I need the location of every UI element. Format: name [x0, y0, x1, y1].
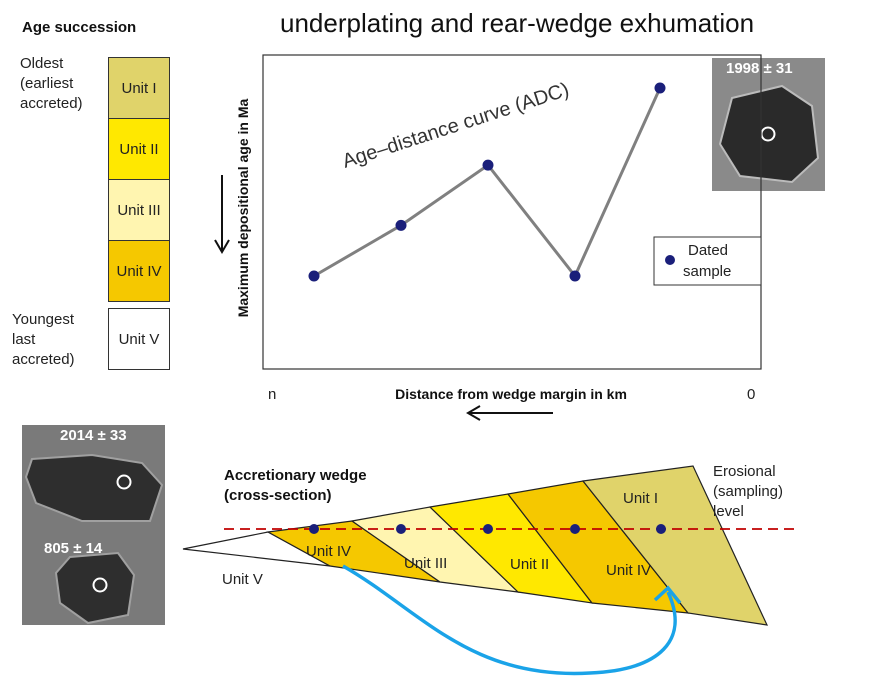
age-succession-heading: Age succession — [22, 19, 137, 36]
wedge-label-unit-i: Unit I — [623, 490, 658, 507]
unit-box-4: Unit IV — [108, 240, 170, 302]
chart-legend: Dated sample — [653, 236, 762, 286]
wedge-label-unit-iv-front: Unit IV — [306, 543, 351, 560]
erosional-label-line: (sampling) — [713, 483, 783, 500]
wedge-sample-point — [656, 524, 666, 534]
wedge-segment-unit-i — [581, 465, 769, 626]
youngest-label-line: accreted) — [12, 351, 75, 368]
wedge-label-unit-iii: Unit III — [404, 555, 447, 572]
underplating-arrow — [342, 564, 682, 676]
chart-frame — [262, 54, 762, 370]
y-axis-label: Maximum depositional age in Ma — [235, 98, 251, 317]
x-direction-arrow — [466, 405, 553, 421]
dated-sample-point-3 — [482, 159, 494, 171]
x-tick-label-left: n — [268, 386, 276, 403]
oldest-label: Oldest (earliest accreted) — [20, 54, 83, 114]
dated-sample-point-1 — [308, 270, 320, 282]
page-title: underplating and rear-wedge exhumation — [280, 8, 755, 38]
y-direction-arrow — [214, 175, 230, 254]
wedge-label-unit-v: Unit V — [222, 571, 263, 588]
curve-label: Age–distance curve (ADC) — [340, 79, 572, 173]
accretionary-wedge: Unit IV Unit III Unit II Unit IV Unit I … — [182, 463, 795, 676]
wedge-sample-point — [309, 524, 319, 534]
wedge-sample-point — [570, 524, 580, 534]
wedge-label-unit-ii: Unit II — [510, 556, 549, 573]
youngest-label-line: last — [12, 331, 36, 348]
age-label-lower: 805 ± 14 — [44, 540, 103, 557]
unit-box-5: Unit V — [108, 308, 170, 370]
wedge-sample-point — [483, 524, 493, 534]
wedge-label-unit-iv-rear: Unit IV — [606, 562, 651, 579]
youngest-label: Youngest last accreted) — [12, 310, 75, 370]
wedge-title-line: Accretionary wedge — [224, 467, 367, 484]
zircon-grains-image — [22, 425, 165, 625]
legend-marker — [665, 255, 675, 265]
zircon-photo-left: 2014 ± 33 805 ± 14 — [22, 425, 165, 625]
unit-box-1: Unit I — [108, 57, 170, 119]
oldest-label-line: accreted) — [20, 95, 83, 112]
erosional-label-line: level — [713, 503, 744, 520]
zircon-grain-image — [712, 58, 825, 191]
dated-sample-point-5 — [654, 82, 666, 94]
chart-series — [308, 82, 666, 282]
youngest-label-line: Youngest — [12, 311, 75, 328]
wedge-sample-point — [396, 524, 406, 534]
legend-label-line: sample — [683, 263, 731, 280]
erosional-label-line: Erosional — [713, 463, 776, 480]
x-tick-label-right: 0 — [747, 386, 755, 403]
age-label-upper: 2014 ± 33 — [60, 427, 127, 444]
zircon-photo-top-right: 1998 ± 31 — [712, 58, 825, 191]
oldest-label-line: Oldest — [20, 55, 64, 72]
age-label: 1998 ± 31 — [726, 60, 793, 77]
dated-sample-point-2 — [395, 219, 407, 231]
dated-sample-point-4 — [569, 270, 581, 282]
x-axis-label: Distance from wedge margin in km — [395, 386, 627, 402]
legend-label-line: Dated — [688, 242, 728, 259]
oldest-label-line: (earliest — [20, 75, 74, 92]
wedge-title-line: (cross-section) — [224, 487, 332, 504]
